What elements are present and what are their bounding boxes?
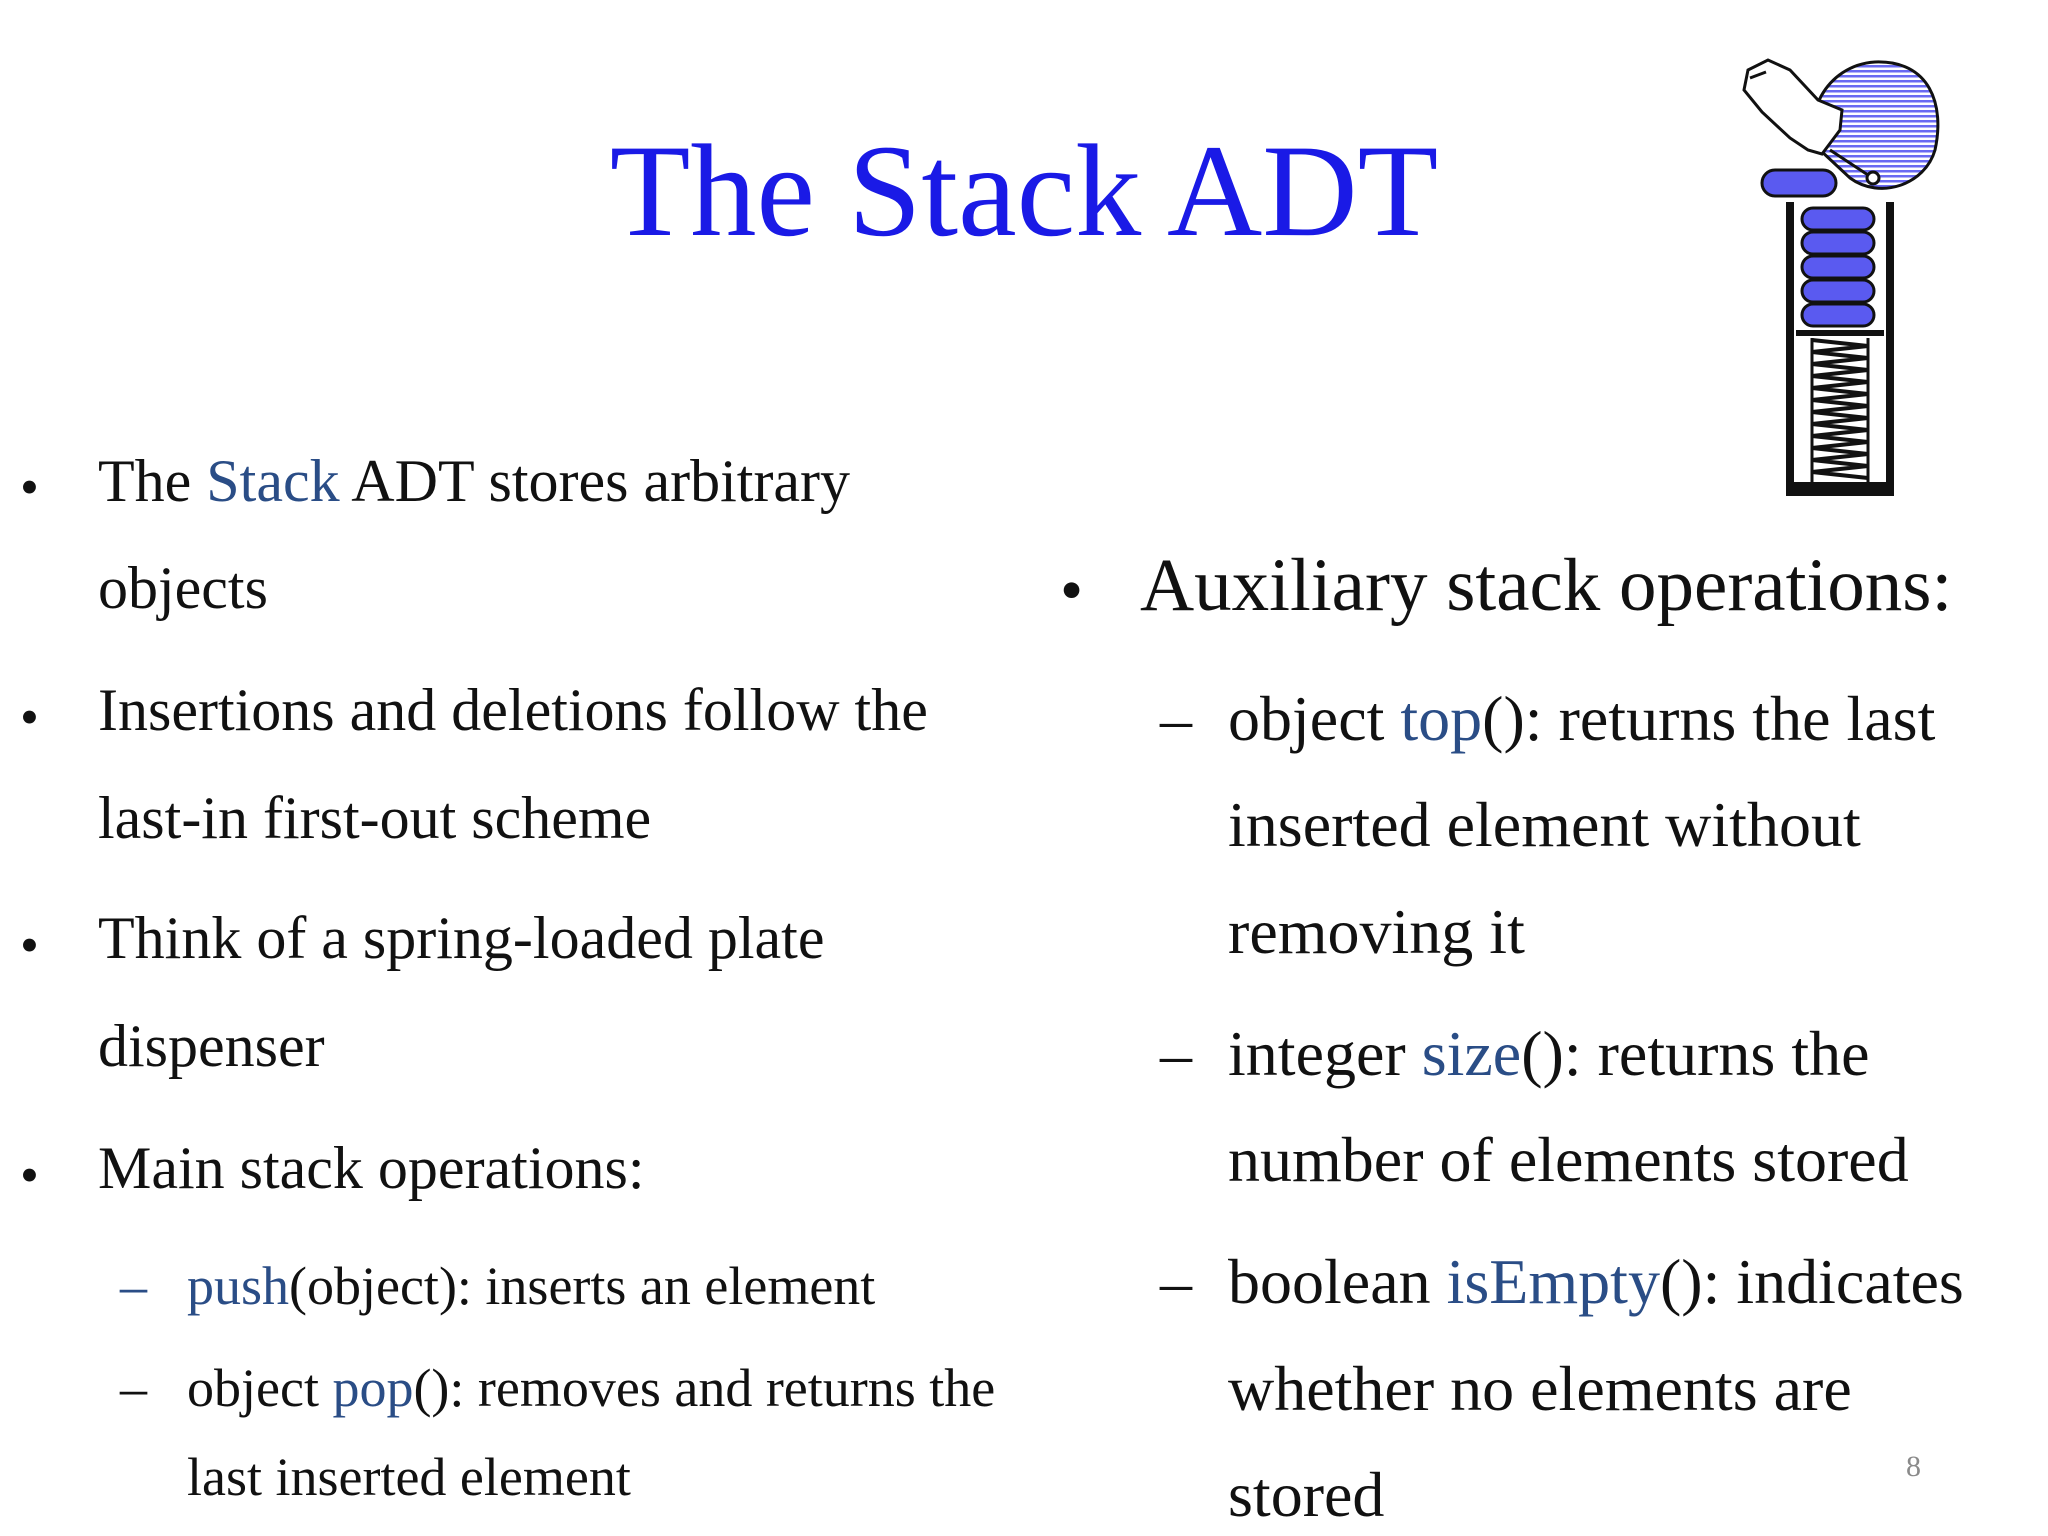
sub-size-line-1: integer size(): returns the bbox=[1228, 1022, 1870, 1086]
text: whether no elements are bbox=[1228, 1353, 1852, 1424]
bullet-marker: • bbox=[20, 457, 39, 517]
sub-top-line-2: inserted element without bbox=[1228, 793, 1861, 857]
text: last-in first-out scheme bbox=[98, 785, 652, 851]
bullet-marker: • bbox=[20, 915, 39, 975]
bullet-marker: • bbox=[20, 1145, 39, 1205]
sub-isempty-line-3: stored bbox=[1228, 1463, 1384, 1527]
sub-pop-line-2: last inserted element bbox=[187, 1450, 631, 1504]
bullet-lifo-line-1: Insertions and deletions follow the bbox=[98, 680, 928, 740]
text: ADT stores arbitrary bbox=[339, 448, 851, 514]
bullet-marker: • bbox=[1060, 554, 1084, 627]
text: (): returns the last bbox=[1482, 683, 1936, 754]
text: stored bbox=[1228, 1459, 1385, 1530]
text: number of elements stored bbox=[1228, 1124, 1909, 1195]
sub-top-line-3: removing it bbox=[1228, 900, 1525, 964]
bullet-main-ops-line: Main stack operations: bbox=[98, 1138, 645, 1198]
sub-top-line-1: object top(): returns the last bbox=[1228, 687, 1935, 751]
stack-keyword: Stack bbox=[206, 448, 340, 514]
sub-pop-line-1: object pop(): removes and returns the bbox=[187, 1361, 995, 1415]
page-number: 8 bbox=[1906, 1450, 1921, 1483]
push-method: push bbox=[187, 1256, 290, 1316]
sub-push-line: push(object): inserts an element bbox=[187, 1259, 875, 1313]
text: removing it bbox=[1228, 896, 1525, 967]
top-method: top bbox=[1400, 683, 1483, 754]
bullet-dispenser-line-1: Think of a spring-loaded plate bbox=[98, 908, 824, 968]
dash-marker: – bbox=[1160, 683, 1192, 754]
bullet-stack-line-2: objects bbox=[98, 558, 268, 618]
size-method: size bbox=[1421, 1018, 1522, 1089]
bullet-lifo-line-2: last-in first-out scheme bbox=[98, 788, 651, 848]
slide-title: The Stack ADT bbox=[609, 117, 1439, 264]
bullet-dispenser-line-2: dispenser bbox=[98, 1016, 325, 1076]
auxiliary-heading: Auxiliary stack operations: bbox=[1140, 544, 1953, 627]
text: (): indicates bbox=[1659, 1246, 1964, 1317]
text: objects bbox=[98, 555, 268, 621]
pop-method: pop bbox=[332, 1358, 414, 1418]
dash-marker: – bbox=[120, 1358, 147, 1418]
dash-marker: – bbox=[120, 1256, 147, 1316]
text: integer bbox=[1228, 1018, 1422, 1089]
text: object bbox=[1228, 683, 1401, 754]
text: last inserted element bbox=[187, 1447, 631, 1507]
text: (): removes and returns the bbox=[413, 1358, 996, 1418]
sub-isempty-line-2: whether no elements are bbox=[1228, 1357, 1852, 1421]
dash-marker: – bbox=[1160, 1018, 1192, 1089]
text: dispenser bbox=[98, 1013, 325, 1079]
bullet-marker: • bbox=[20, 687, 39, 747]
dash-marker: – bbox=[1160, 1246, 1192, 1317]
text: Think of a spring-loaded plate bbox=[98, 905, 825, 971]
sub-isempty-line-1: boolean isEmpty(): indicates bbox=[1228, 1250, 1964, 1314]
text: boolean bbox=[1228, 1246, 1447, 1317]
text: Insertions and deletions follow the bbox=[98, 677, 928, 743]
text: (object): inserts an element bbox=[289, 1256, 876, 1316]
sub-size-line-2: number of elements stored bbox=[1228, 1128, 1909, 1192]
text: (): returns the bbox=[1521, 1018, 1870, 1089]
text: The bbox=[98, 448, 207, 514]
text: Main stack operations: bbox=[98, 1135, 645, 1201]
bullet-stack-line-1: The Stack ADT stores arbitrary bbox=[98, 451, 850, 511]
isempty-method: isEmpty bbox=[1446, 1246, 1660, 1317]
text: object bbox=[187, 1358, 333, 1418]
text: inserted element without bbox=[1228, 789, 1861, 860]
spring-loaded-plate-dispenser-icon bbox=[1742, 58, 1940, 496]
